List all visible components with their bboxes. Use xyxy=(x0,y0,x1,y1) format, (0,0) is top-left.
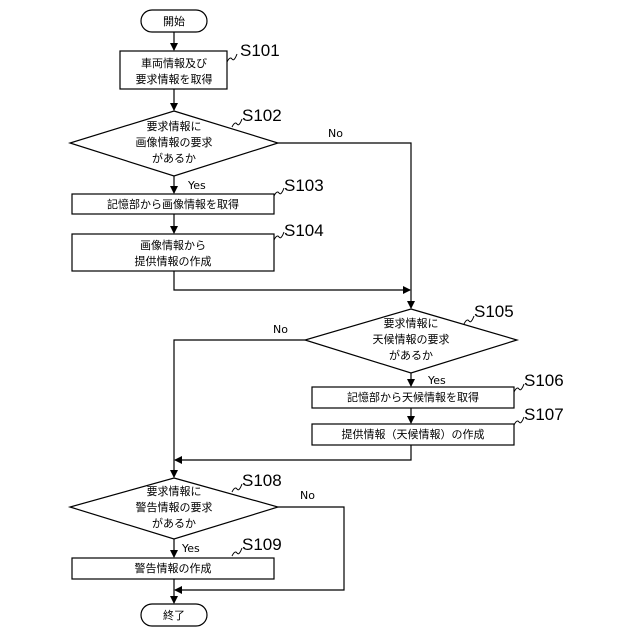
step-label-s105: S105 xyxy=(474,302,514,321)
s108-leader xyxy=(232,484,242,492)
s105-line-3: があるか xyxy=(389,348,433,362)
s105-yes-label: Yes xyxy=(427,374,446,387)
s105-leader xyxy=(464,316,474,324)
s104-line-1: 画像情報から xyxy=(140,239,206,252)
end-label: 終了 xyxy=(163,608,185,622)
arrow-s105-no xyxy=(174,340,305,477)
arrow-s104-merge xyxy=(174,271,410,290)
s103-leader xyxy=(274,188,284,196)
s108-yes-label: Yes xyxy=(181,542,200,555)
step-label-s106: S106 xyxy=(524,371,564,390)
s108-line-3: があるか xyxy=(152,516,196,530)
s106-line-1: 記憶部から天候情報を取得 xyxy=(347,390,479,404)
process-s104: 画像情報から 提供情報の作成 xyxy=(72,234,274,271)
s108-line-2: 警告情報の要求 xyxy=(136,500,213,514)
s102-line-3: があるか xyxy=(152,151,196,165)
end-terminal: 終了 xyxy=(141,604,207,626)
s106-leader xyxy=(514,384,524,392)
process-s101: 車両情報及び 要求情報を取得 xyxy=(120,51,227,89)
s108-line-1: 要求情報に xyxy=(147,485,202,498)
s104-leader xyxy=(274,232,284,240)
s102-line-2: 画像情報の要求 xyxy=(136,136,213,149)
process-s106: 記憶部から天候情報を取得 xyxy=(312,387,514,408)
step-label-s109: S109 xyxy=(242,535,282,554)
s107-line-1: 提供情報（天候情報）の作成 xyxy=(342,427,485,441)
s102-leader xyxy=(232,119,242,127)
step-label-s107: S107 xyxy=(524,405,564,424)
start-terminal: 開始 xyxy=(141,10,207,32)
process-s107: 提供情報（天候情報）の作成 xyxy=(312,424,514,445)
process-s109: 警告情報の作成 xyxy=(72,558,274,579)
s104-line-2: 提供情報の作成 xyxy=(135,254,212,268)
s102-no-label: No xyxy=(328,127,343,140)
step-label-s101: S101 xyxy=(240,41,280,60)
s109-leader xyxy=(232,548,242,556)
arrow-s107-merge xyxy=(175,445,411,460)
s102-line-1: 要求情報に xyxy=(147,120,202,133)
s102-yes-label: Yes xyxy=(187,179,206,192)
s101-line-1: 車両情報及び xyxy=(141,56,207,70)
start-label: 開始 xyxy=(163,14,185,28)
s108-no-label: No xyxy=(300,489,315,502)
step-label-s108: S108 xyxy=(242,471,282,490)
s103-line-1: 記憶部から画像情報を取得 xyxy=(107,197,239,211)
s101-leader xyxy=(227,54,237,62)
step-label-s103: S103 xyxy=(284,176,324,195)
s105-no-label: No xyxy=(273,323,288,336)
s105-line-1: 要求情報に xyxy=(384,317,439,330)
s107-leader xyxy=(514,417,524,425)
step-label-s104: S104 xyxy=(284,221,324,240)
s109-line-1: 警告情報の作成 xyxy=(135,561,212,575)
s105-line-2: 天候情報の要求 xyxy=(373,332,450,346)
step-label-s102: S102 xyxy=(242,106,282,125)
s101-line-2: 要求情報を取得 xyxy=(136,73,213,86)
process-s103: 記憶部から画像情報を取得 xyxy=(72,194,274,214)
